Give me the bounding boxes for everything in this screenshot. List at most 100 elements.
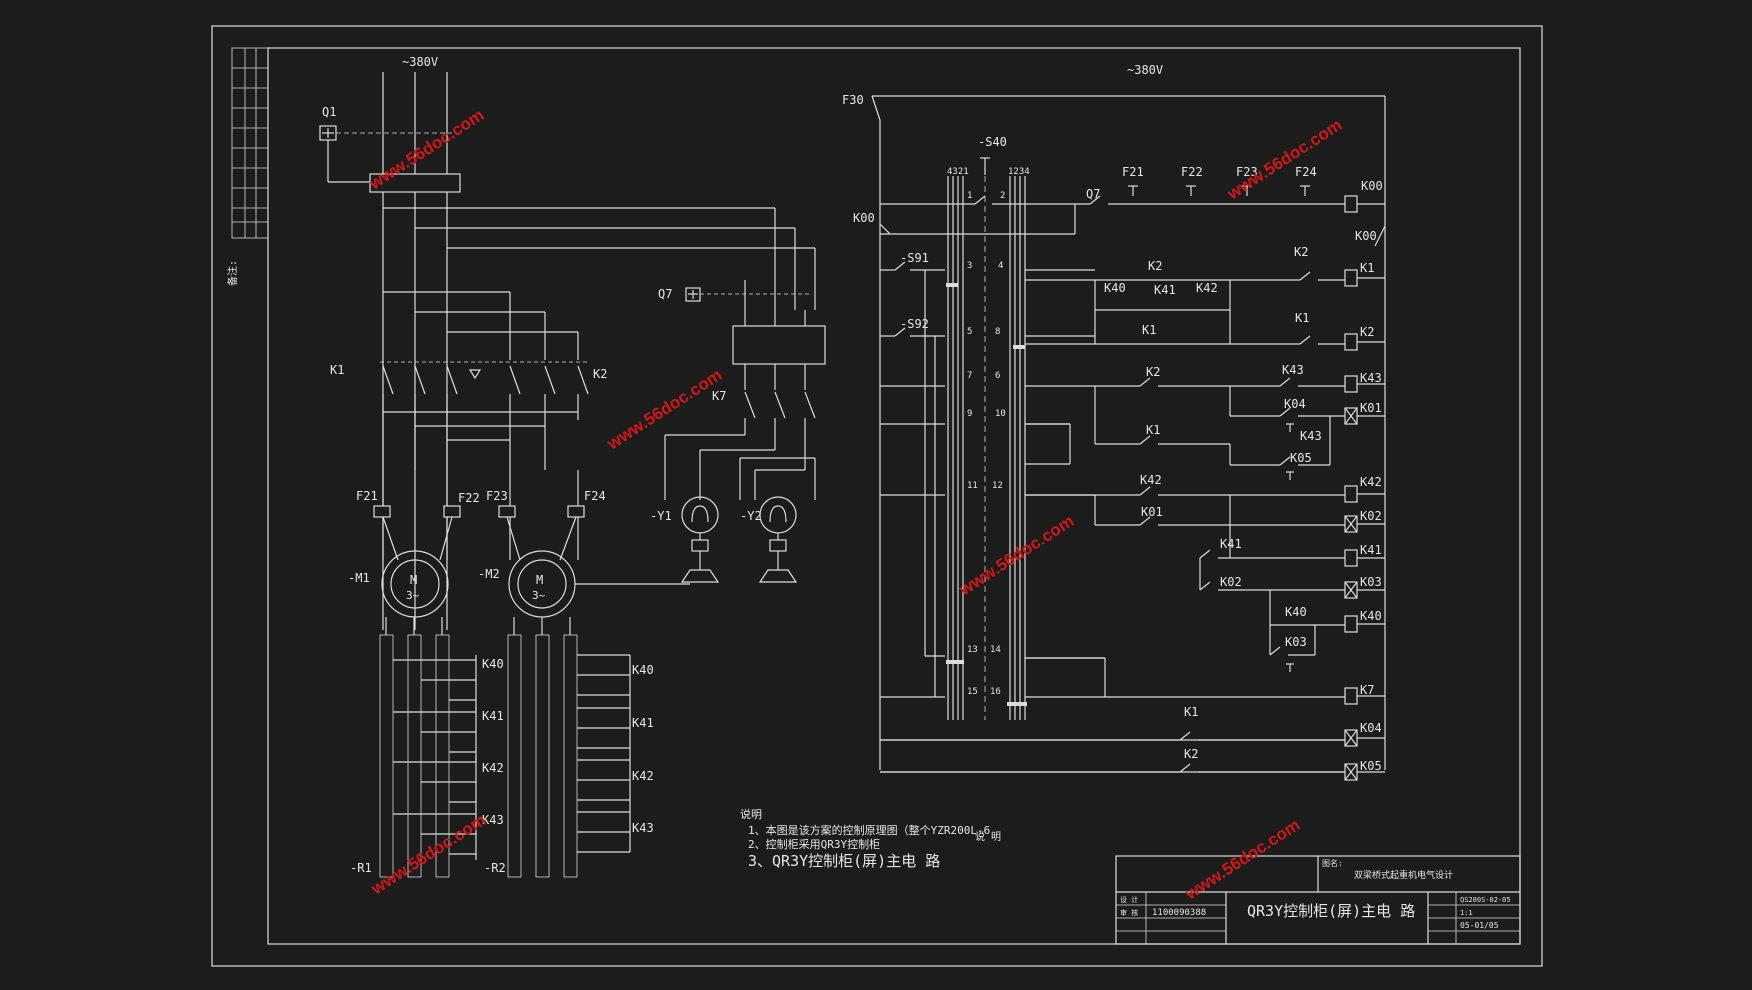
term-5: 5 <box>967 327 972 337</box>
f24-label-left: F24 <box>584 489 606 503</box>
watermark-2: www.56doc.com <box>603 365 725 454</box>
rows-k1-k2 <box>880 261 1385 351</box>
margin-note: 备注: <box>226 260 239 286</box>
term-6: 6 <box>995 371 1000 381</box>
overload-relays <box>373 505 585 561</box>
coil-k1-label: K1 <box>1360 261 1374 275</box>
coil-k42-label: K42 <box>1360 475 1382 489</box>
title-project: 双梁桥式起重机电气设计 <box>1354 869 1453 881</box>
s40-master-switch <box>946 157 1027 720</box>
term-16: 16 <box>990 687 1001 697</box>
rows-k43-k01 <box>880 375 1385 480</box>
motor-m2-m: M <box>536 573 543 587</box>
watermark-4: www.56doc.com <box>1223 115 1345 204</box>
r1-label: -R1 <box>350 861 372 875</box>
q7-label-left: Q7 <box>658 287 672 301</box>
k42a-label: K42 <box>1196 281 1218 295</box>
term-9: 9 <box>967 409 972 419</box>
f30-label: F30 <box>842 93 864 107</box>
fuse-f24: F24 <box>1295 165 1317 179</box>
res-left-k40: K40 <box>482 657 504 671</box>
f21-label-left: F21 <box>356 489 378 503</box>
k7-contacts <box>664 364 816 500</box>
k00b-contact <box>1374 225 1386 247</box>
coil-k02-label: K02 <box>1360 509 1382 523</box>
y1-label: -Y1 <box>650 509 672 523</box>
term-13: 13 <box>967 645 978 655</box>
title-number: 1100090388 <box>1152 908 1206 918</box>
res-right-k42: K42 <box>632 769 654 783</box>
res-right-k41: K41 <box>632 716 654 730</box>
coil-k40-label: K40 <box>1360 609 1382 623</box>
coil-k03-label: K03 <box>1360 575 1382 589</box>
k2d-label: K2 <box>1184 747 1198 761</box>
f23-label-left: F23 <box>486 489 508 503</box>
rows-k7-k05 <box>880 657 1385 781</box>
left-supply-label: ~380V <box>402 55 438 69</box>
resistor-bank-r2 <box>507 617 631 878</box>
k40a-label: K40 <box>1104 281 1126 295</box>
notes-heading: 说明 <box>740 807 762 821</box>
fuse-f22: F22 <box>1181 165 1203 179</box>
title-label-name: 图名: <box>1322 858 1343 868</box>
left-motor-feed <box>382 394 579 560</box>
term-4: 4 <box>998 261 1003 271</box>
notes-line3: 3、QR3Y控制柜(屏)主电 路 <box>748 852 940 870</box>
switch-links <box>924 269 1105 697</box>
title-drawing-no: QS200S-02-05 <box>1460 896 1511 904</box>
inner-frame <box>267 47 1521 945</box>
title-label-check: 审 核 <box>1120 908 1138 917</box>
k1a-label: K1 <box>1142 323 1156 337</box>
row-k00 <box>879 195 1385 235</box>
q7-label-right: Q7 <box>1086 187 1100 201</box>
y2-label: -Y2 <box>740 509 762 523</box>
brake-y2 <box>758 496 798 583</box>
k40b-label: K40 <box>1285 605 1307 619</box>
watermark-6: www.56doc.com <box>1181 815 1303 904</box>
k01a-label: K01 <box>1141 505 1163 519</box>
k2b-label: K2 <box>1294 245 1308 259</box>
s91-label: -S91 <box>900 251 929 265</box>
watermark-3: www.56doc.com <box>955 511 1077 600</box>
motor-m2: M 3~ <box>508 550 576 618</box>
coil-k2-label: K2 <box>1360 325 1374 339</box>
term-11: 11 <box>967 481 978 491</box>
k04a-label: K04 <box>1284 397 1306 411</box>
title-sheet: 05-01/05 <box>1460 921 1499 930</box>
motor-m1-3: 3~ <box>406 589 420 602</box>
coil-k05-label: K05 <box>1360 759 1382 773</box>
fuse-f23: F23 <box>1236 165 1258 179</box>
k1d-label: K1 <box>1184 705 1198 719</box>
term-14: 14 <box>990 645 1001 655</box>
title-scale: 1:1 <box>1460 909 1473 917</box>
q1-breaker <box>319 125 461 193</box>
term-10: 10 <box>995 409 1006 419</box>
coil-k04-label: K04 <box>1360 721 1382 735</box>
notes-side: 说 明 <box>975 830 1001 843</box>
fuse-f21: F21 <box>1122 165 1144 179</box>
k00b-label: K00 <box>1355 229 1377 243</box>
motor-m1: M 3~ <box>381 550 449 618</box>
rows-k42-k40 <box>880 485 1385 672</box>
res-left-k42: K42 <box>482 761 504 775</box>
k1c-label: K1 <box>1146 423 1160 437</box>
margin-table <box>231 47 269 239</box>
q7-breaker-left <box>685 280 826 365</box>
left-supply-lines <box>382 72 448 175</box>
k43a-label: K43 <box>1282 363 1304 377</box>
term-2: 2 <box>1000 191 1005 201</box>
term-1: 1 <box>967 191 972 201</box>
k7-label-left: K7 <box>712 389 726 403</box>
motor-m1-m: M <box>410 573 417 587</box>
m2-label: -M2 <box>478 567 500 581</box>
term-15: 15 <box>967 687 978 697</box>
k05a-label: K05 <box>1290 451 1312 465</box>
k2c-label: K2 <box>1146 365 1160 379</box>
notes-line2: 2、控制柜采用QR3Y控制柜 <box>748 837 880 851</box>
s92-label: -S92 <box>900 317 929 331</box>
r2-label: -R2 <box>484 861 506 875</box>
res-right-k40: K40 <box>632 663 654 677</box>
term-7: 7 <box>967 371 972 381</box>
motor-m2-3: 3~ <box>532 589 546 602</box>
